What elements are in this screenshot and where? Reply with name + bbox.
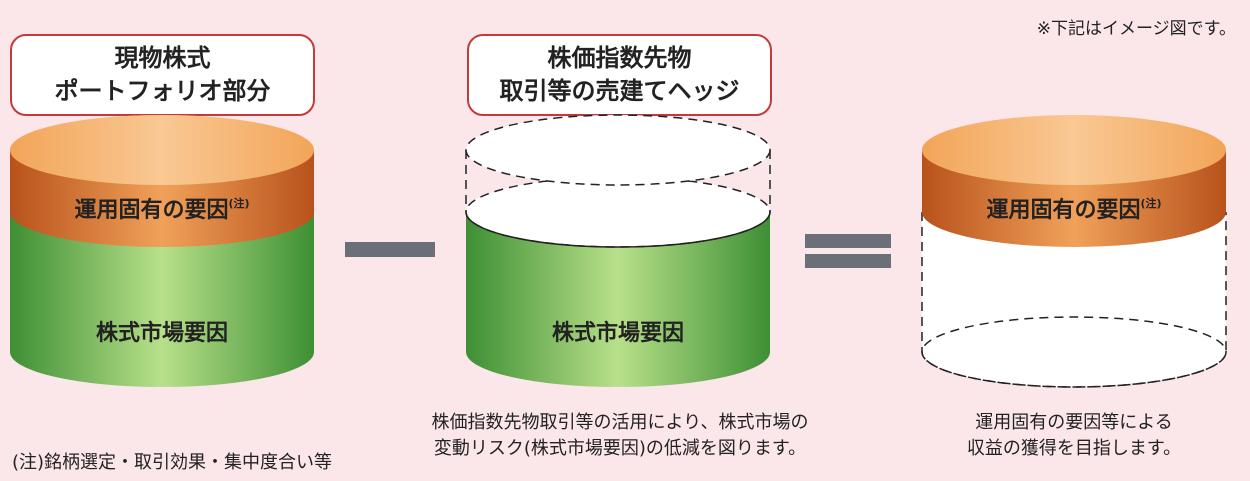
caption-line: 収益の獲得を目指します。 bbox=[966, 438, 1182, 459]
minus-operator bbox=[345, 242, 435, 257]
caption-middle: 株価指数先物取引等の活用により、株式市場の 変動リスク(株式市場要因)の低減を図… bbox=[400, 410, 840, 462]
label-line: 取引等の売建てヘッジ bbox=[499, 77, 740, 105]
cylinder-green-body bbox=[466, 212, 770, 387]
footnote: (注)銘柄選定・取引効果・集中度合い等 bbox=[12, 452, 333, 473]
label-line: ポートフォリオ部分 bbox=[54, 77, 271, 105]
cylinder-dashed-bottom-back bbox=[921, 316, 1227, 388]
segment-label-management-factor: 運用固有の要因(注) bbox=[74, 196, 250, 223]
cylinder-dashed-band bbox=[465, 150, 771, 212]
cylinder-spot-portfolio bbox=[10, 115, 314, 387]
caption-line: 株価指数先物取引等の活用により、株式市場の bbox=[431, 412, 809, 433]
cylinder-green-body bbox=[10, 212, 314, 387]
cylinder-top-face bbox=[922, 115, 1226, 185]
image-note: ※下記はイメージ図です。 bbox=[1036, 19, 1236, 39]
cylinder-top-face bbox=[10, 115, 314, 185]
caption-right: 運用固有の要因等による 収益の獲得を目指します。 bbox=[954, 410, 1194, 462]
segment-label-market-factor: 株式市場要因 bbox=[551, 321, 684, 346]
label-line: 株価指数先物 bbox=[547, 44, 692, 72]
label-box-spot-portfolio: 現物株式 ポートフォリオ部分 bbox=[10, 34, 315, 116]
caption-line: 運用固有の要因等による bbox=[975, 412, 1173, 433]
segment-label-management-factor: 運用固有の要因(注) bbox=[986, 196, 1162, 223]
cylinder-result bbox=[921, 115, 1227, 388]
label-line: 現物株式 bbox=[114, 44, 211, 72]
cylinder-dashed-top bbox=[465, 114, 771, 186]
equals-operator-bottom bbox=[805, 254, 891, 268]
equals-operator-top bbox=[805, 234, 891, 248]
segment-label-market-factor: 株式市場要因 bbox=[95, 321, 228, 346]
cylinder-dashed-lower-edge bbox=[465, 211, 771, 248]
label-box-futures-hedge: 株価指数先物 取引等の売建てヘッジ bbox=[467, 34, 772, 116]
caption-line: 変動リスク(株式市場要因)の低減を図ります。 bbox=[433, 438, 807, 459]
cylinder-futures-hedge bbox=[465, 114, 771, 387]
